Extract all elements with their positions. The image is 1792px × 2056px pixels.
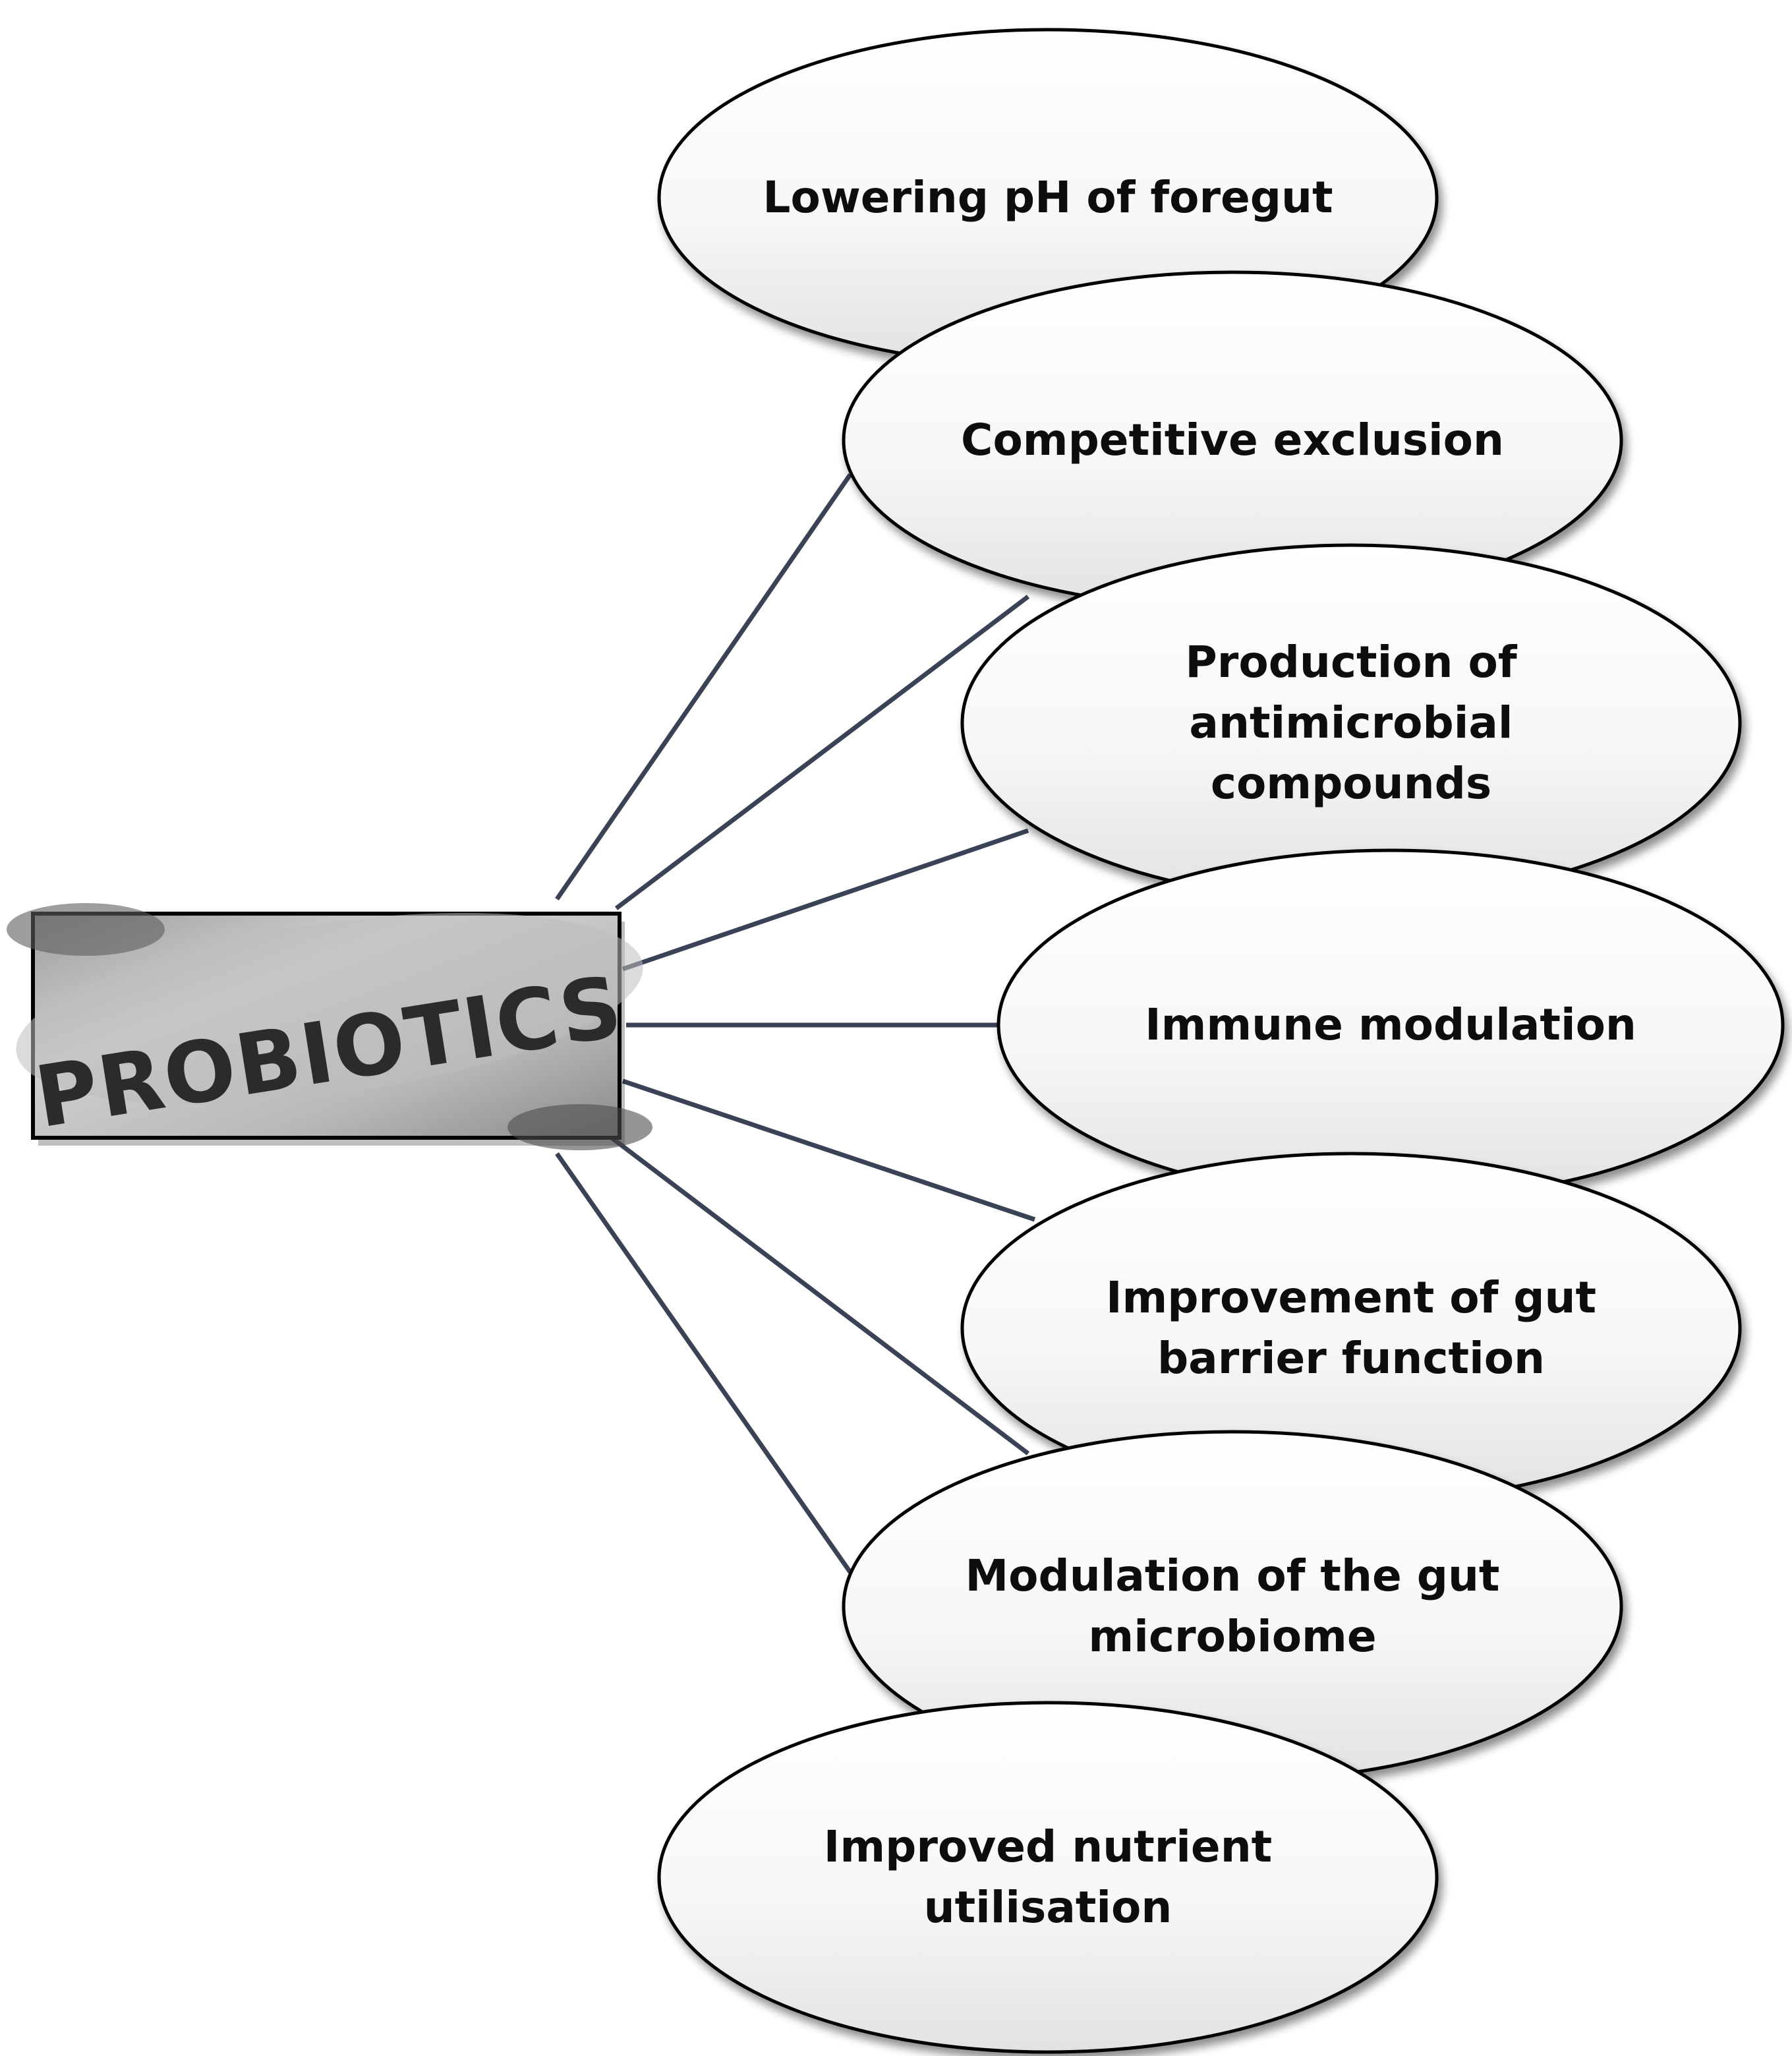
outcome-label-3-line-1: Production of	[1185, 637, 1517, 688]
outcome-node-2: Competitive exclusion	[842, 270, 1623, 610]
outcome-label-5-line-1: Improvement of gut	[1106, 1272, 1596, 1323]
outcome-label-6-line-2: microbiome	[1088, 1611, 1376, 1662]
probiotics-hub: PROBIOTICS	[7, 903, 652, 1150]
outcome-node-7: Improved nutrient utilisation	[657, 1701, 1439, 2054]
outcome-ellipse-7	[657, 1701, 1439, 2054]
connector-lines	[555, 473, 1036, 1574]
outcome-label-3-line-2: antimicrobial	[1189, 697, 1513, 748]
outcome-label-7-line-1: Improved nutrient	[824, 1821, 1272, 1872]
outcome-node-4: Immune modulation	[997, 848, 1785, 1202]
outcome-label-5-line-2: barrier function	[1157, 1333, 1545, 1384]
hub-cell-texture-3	[507, 1104, 652, 1150]
connector-line-6	[604, 1132, 1030, 1455]
outcome-label-4-line-1: Immune modulation	[1145, 999, 1636, 1050]
outcome-label-7-line-2: utilisation	[924, 1882, 1172, 1933]
hub-cell-texture-2	[7, 903, 165, 956]
outcome-node-6: Modulation of the gut microbiome	[842, 1430, 1623, 1783]
outcome-label-3-line-3: compounds	[1211, 758, 1491, 809]
outcome-label-1-line-1: Lowering pH of foregut	[763, 172, 1333, 223]
hub-cell-texture	[16, 912, 643, 1105]
connector-line-7	[555, 1152, 852, 1574]
connector-line-2	[614, 595, 1030, 910]
connector-line-3	[621, 828, 1029, 972]
connector-line-1	[555, 473, 852, 900]
outcome-label-6-line-1: Modulation of the gut	[966, 1550, 1500, 1601]
outcome-node-3: Production of antimicrobial compounds	[960, 543, 1742, 903]
outcome-label-2-line-1: Competitive exclusion	[961, 415, 1504, 465]
connector-line-5	[621, 1078, 1036, 1222]
